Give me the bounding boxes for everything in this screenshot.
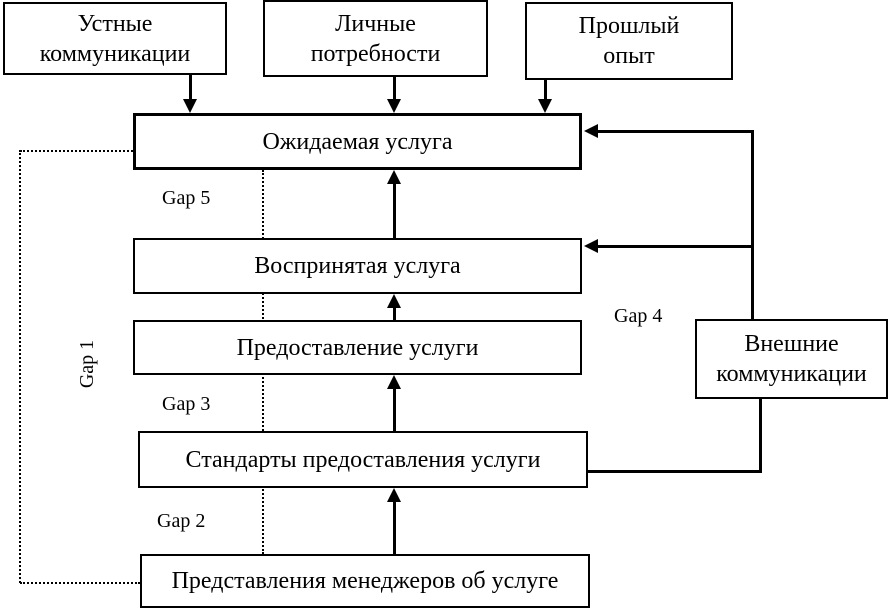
label-gap-4: Gap 4 bbox=[614, 305, 663, 327]
dotted-line-gap1-bottom bbox=[20, 582, 140, 584]
box-service-standards-label: Стандарты предоставления услуги bbox=[185, 446, 541, 473]
box-personal-needs-line1: Личные bbox=[335, 10, 416, 37]
arrow-oral-to-expected-head bbox=[183, 99, 197, 113]
arrow-delivery-to-perceived-shaft bbox=[393, 305, 396, 320]
arrow-oral-to-expected-shaft bbox=[189, 75, 192, 101]
box-oral-communications-line1: Устные bbox=[77, 10, 153, 37]
arrow-delivery-to-perceived-head bbox=[387, 294, 401, 308]
box-perceived-service: Воспринятая услуга bbox=[133, 238, 582, 294]
box-past-experience: Прошлый опыт bbox=[525, 2, 733, 80]
arrow-personal-to-expected-head bbox=[387, 99, 401, 113]
connector-standards-external-vertical bbox=[759, 399, 762, 472]
box-personal-needs-line2: потребности bbox=[310, 40, 441, 67]
box-perceived-service-label: Воспринятая услуга bbox=[254, 253, 461, 279]
box-external-communications-line2: коммуникации bbox=[716, 361, 867, 387]
arrow-perceived-to-expected-shaft bbox=[393, 181, 396, 238]
arrow-external-to-expected-head bbox=[584, 124, 598, 138]
box-expected-service: Ожидаемая услуга bbox=[133, 113, 582, 170]
label-gap-2: Gap 2 bbox=[157, 510, 206, 532]
box-past-experience-line1: Прошлый bbox=[578, 13, 680, 39]
arrow-management-to-standards-head bbox=[387, 488, 401, 502]
label-gap-1: Gap 1 bbox=[76, 339, 98, 389]
arrow-perceived-to-expected-head bbox=[387, 170, 401, 184]
dotted-line-gap1-top bbox=[20, 150, 133, 152]
box-external-communications: Внешние коммуникации bbox=[695, 319, 888, 399]
box-service-delivery-label: Предоставление услуги bbox=[236, 334, 479, 361]
box-external-communications-line1: Внешние bbox=[744, 331, 839, 357]
arrow-personal-to-expected-shaft bbox=[393, 77, 396, 101]
dotted-line-gap1-left bbox=[19, 150, 21, 583]
arrow-management-to-standards-shaft bbox=[393, 499, 396, 554]
arrow-external-to-perceived-head bbox=[584, 239, 598, 253]
arrow-standards-to-delivery-head bbox=[387, 375, 401, 389]
arrow-standards-to-delivery-shaft bbox=[393, 386, 396, 431]
connector-external-up-vertical bbox=[751, 130, 754, 319]
box-personal-needs: Личные потребности bbox=[263, 0, 488, 77]
box-service-standards: Стандарты предоставления услуги bbox=[138, 431, 588, 488]
box-oral-communications: Устные коммуникации bbox=[3, 2, 227, 75]
box-past-experience-line2: опыт bbox=[603, 43, 655, 69]
box-expected-service-label: Ожидаемая услуга bbox=[262, 128, 453, 155]
label-gap-3: Gap 3 bbox=[162, 393, 211, 415]
label-gap-5: Gap 5 bbox=[162, 187, 211, 209]
arrow-external-to-perceived-shaft bbox=[597, 245, 754, 248]
connector-standards-external-horizontal bbox=[588, 470, 762, 473]
box-service-delivery: Предоставление услуги bbox=[133, 320, 582, 375]
arrow-past-to-expected-head bbox=[538, 99, 552, 113]
box-management-perceptions: Представления менеджеров об услуге bbox=[140, 554, 590, 608]
arrow-external-to-expected-shaft bbox=[597, 130, 754, 133]
box-oral-communications-line2: коммуникации bbox=[39, 40, 191, 67]
arrow-past-to-expected-shaft bbox=[544, 80, 547, 101]
box-management-perceptions-label: Представления менеджеров об услуге bbox=[171, 568, 559, 594]
